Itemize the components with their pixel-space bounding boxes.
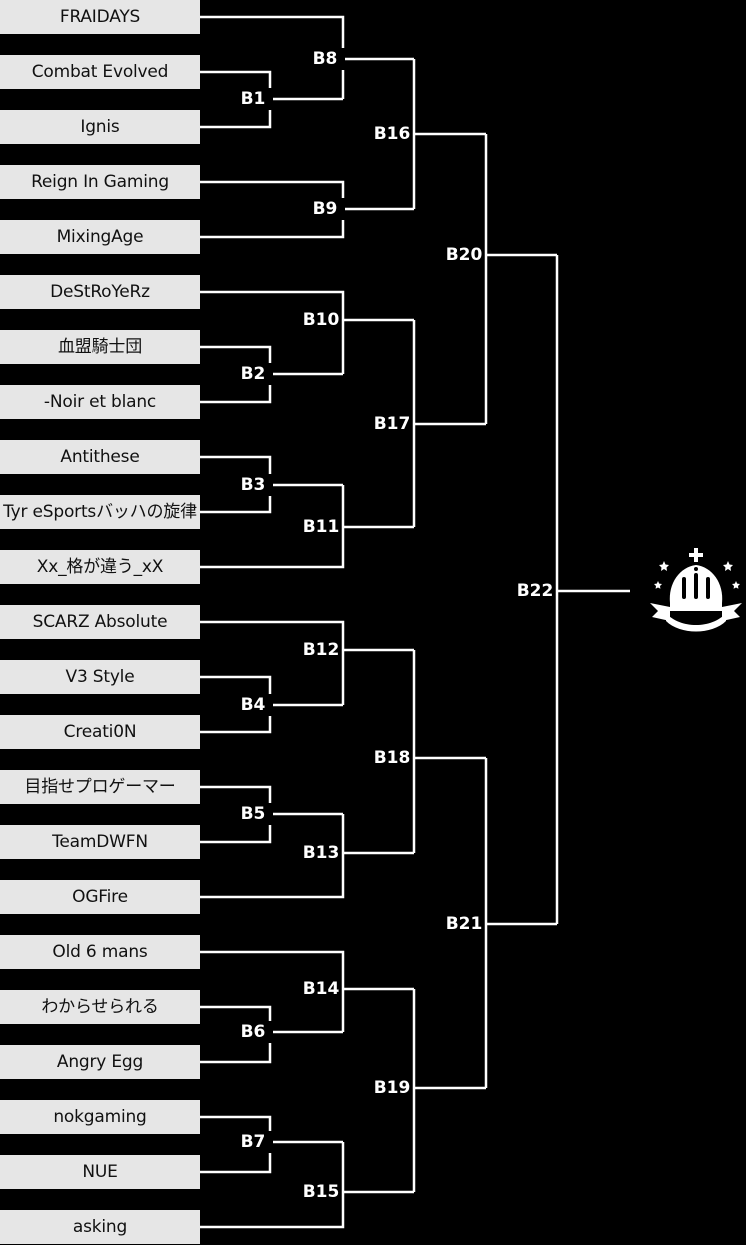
team-slot[interactable]: -Noir et blanc bbox=[0, 385, 200, 419]
match-label-b3[interactable]: B3 bbox=[233, 474, 273, 496]
match-label-b18[interactable]: B18 bbox=[372, 747, 412, 769]
crown-icon bbox=[650, 548, 742, 632]
match-label-b10[interactable]: B10 bbox=[301, 309, 341, 331]
match-label-b1[interactable]: B1 bbox=[233, 88, 273, 110]
match-label-b2[interactable]: B2 bbox=[233, 363, 273, 385]
match-label-b4[interactable]: B4 bbox=[233, 694, 273, 716]
team-slot[interactable]: DeStRoYeRz bbox=[0, 275, 200, 309]
team-slot[interactable]: Angry Egg bbox=[0, 1045, 200, 1079]
team-slot[interactable]: Xx_格が違う_xX bbox=[0, 550, 200, 584]
team-slot[interactable]: MixingAge bbox=[0, 220, 200, 254]
match-label-b7[interactable]: B7 bbox=[233, 1131, 273, 1153]
match-label-b22[interactable]: B22 bbox=[515, 580, 555, 602]
team-slot[interactable]: Reign In Gaming bbox=[0, 165, 200, 199]
connector-b12 bbox=[200, 620, 345, 705]
match-label-b12[interactable]: B12 bbox=[301, 639, 341, 661]
team-slot[interactable]: FRAIDAYS bbox=[0, 0, 200, 34]
connector-b10 bbox=[200, 290, 345, 374]
match-label-b15[interactable]: B15 bbox=[301, 1181, 341, 1203]
match-label-b6[interactable]: B6 bbox=[233, 1021, 273, 1043]
match-label-b9[interactable]: B9 bbox=[305, 198, 345, 220]
match-label-b8[interactable]: B8 bbox=[305, 48, 345, 70]
team-slot[interactable]: TeamDWFN bbox=[0, 825, 200, 859]
match-label-b5[interactable]: B5 bbox=[233, 803, 273, 825]
team-slot[interactable]: V3 Style bbox=[0, 660, 200, 694]
match-label-b17[interactable]: B17 bbox=[372, 413, 412, 435]
team-slot[interactable]: Tyr eSportsバッハの旋律 bbox=[0, 495, 200, 529]
team-slot[interactable]: Antithese bbox=[0, 440, 200, 474]
team-slot[interactable]: 血盟騎士団 bbox=[0, 330, 200, 364]
team-slot[interactable]: NUE bbox=[0, 1155, 200, 1189]
team-slot[interactable]: Creati0N bbox=[0, 715, 200, 749]
match-label-b16[interactable]: B16 bbox=[372, 123, 412, 145]
match-label-b21[interactable]: B21 bbox=[444, 913, 484, 935]
match-label-b13[interactable]: B13 bbox=[301, 842, 341, 864]
team-slot[interactable]: Old 6 mans bbox=[0, 935, 200, 969]
match-label-b19[interactable]: B19 bbox=[372, 1077, 412, 1099]
team-slot[interactable]: OGFire bbox=[0, 880, 200, 914]
team-slot[interactable]: わからせられる bbox=[0, 990, 200, 1024]
team-slot[interactable]: SCARZ Absolute bbox=[0, 605, 200, 639]
team-slot[interactable]: Combat Evolved bbox=[0, 55, 200, 89]
connector-b8 bbox=[200, 15, 345, 99]
team-slot[interactable]: asking bbox=[0, 1210, 200, 1244]
team-slot[interactable]: Ignis bbox=[0, 110, 200, 144]
match-label-b11[interactable]: B11 bbox=[301, 516, 341, 538]
connector-b13 bbox=[200, 814, 345, 899]
team-slot[interactable]: nokgaming bbox=[0, 1100, 200, 1134]
team-slot[interactable]: 目指せプロゲーマー bbox=[0, 770, 200, 804]
connector-b11 bbox=[200, 485, 345, 569]
match-label-b20[interactable]: B20 bbox=[444, 244, 484, 266]
connector-b15 bbox=[200, 1142, 345, 1229]
match-label-b14[interactable]: B14 bbox=[301, 978, 341, 1000]
connector-b14 bbox=[200, 950, 345, 1032]
